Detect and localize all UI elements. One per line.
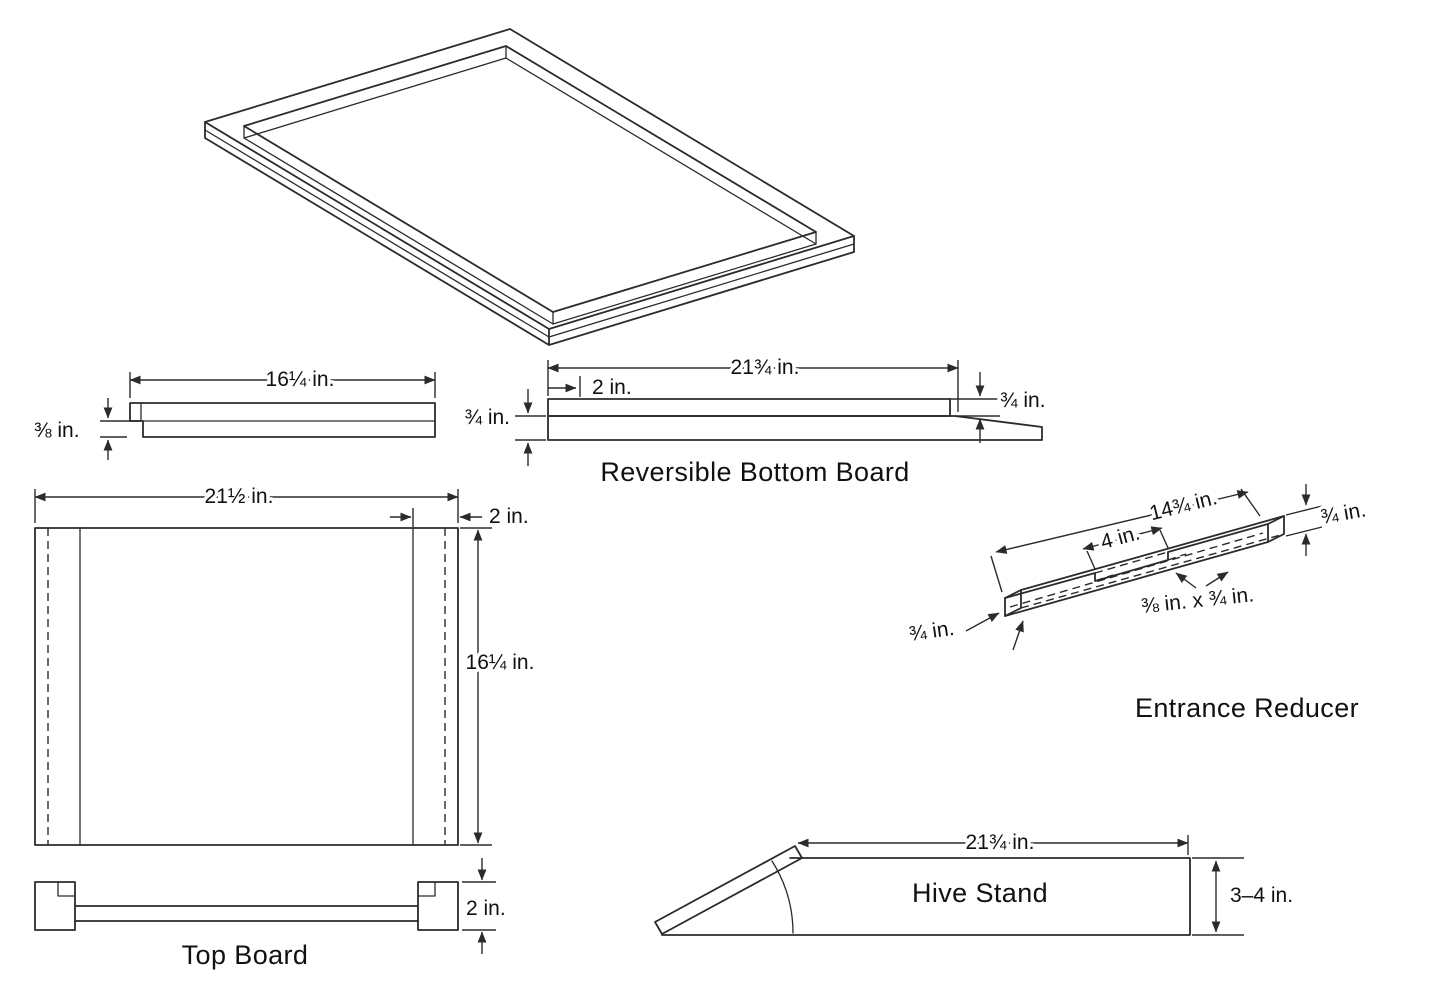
top-strip-outline [547,398,951,417]
hive-stand-view: 21¾ in. 3–4 in. Hive Stand [654,828,1297,936]
rail-inner-verticals [243,45,817,325]
dimension-label: 16¼ in. [466,651,535,674]
left-cleat-outline [34,881,76,931]
dim-right-thickness: ¾ in. [950,372,1049,443]
dimension-label: 2 in. [466,897,506,920]
dim-left-thickness: ¾ in. [461,389,546,466]
leader-arrow [1205,571,1229,587]
extension-line [100,420,140,438]
dimension-label: 21¾ in. [731,356,800,379]
board-outline [34,527,459,846]
dimension-label: 21¾ in. [966,831,1035,854]
board-outline [547,415,1043,441]
dimension-label: 2 in. [489,505,529,528]
bar-top-back-edge [1020,515,1285,591]
notch-hidden-lines [1094,553,1187,582]
dimension-label: ¾ in. [907,617,955,646]
top-board-title: Top Board [182,940,309,970]
recessed-panel [243,57,817,325]
dimension-line [1082,526,1163,551]
bottom-board-rail-side-view: 16¼ in. ⅜ in. [31,365,436,460]
dim-rail-length: 16¼ in. [129,365,436,398]
dimension-label: 14¾ in. [1147,486,1219,525]
extension-line [1285,505,1323,537]
board-edge-lines [74,905,419,922]
dimension-label: 2 in. [592,376,632,399]
dimension-label: 21½ in. [205,485,274,508]
extension-line [462,881,496,931]
center-hidden-line [1009,532,1264,608]
entrance-reducer-view: 14¾ in. 4 in. ¾ in. ⅜ in. x ¾ in. ¾ in. … [904,483,1371,723]
dim-entrance-depth: 2 in. [548,373,635,403]
dim-rail-thickness: ⅜ in. [31,398,140,460]
dimension-label: 3–4 in. [1230,884,1293,907]
extension-line [460,527,492,846]
dim-side-size: ¾ in. [904,612,1024,651]
board-thickness-edges [204,121,855,346]
rail-split-line [140,402,436,422]
leader-arrow [1175,572,1197,589]
outer-rim [204,28,855,330]
angle-arc [771,860,794,934]
left-cleat-step [57,881,76,897]
dimension-line [995,490,1249,554]
dim-side-height: 2 in. [462,858,509,954]
dimension-label: 16¼ in. [266,368,335,391]
rail-outline [129,402,436,438]
stand-outline [661,857,1191,936]
dim-cleat-width: 2 in. [390,502,532,532]
top-board-side-view: 2 in. Top Board [34,858,509,970]
inner-rim [243,45,817,313]
bar-bottom-front-edge [1004,541,1269,617]
leader-arrow [965,612,1000,632]
dim-board-length: 21¾ in. [547,353,959,412]
dim-stand-height: 3–4 in. [1192,857,1297,936]
leader-arrow [1012,620,1024,651]
dim-notch-size: ⅜ in. x ¾ in. [1137,571,1259,621]
dim-board-width: 21½ in. [34,482,459,523]
dim-stand-length: 21¾ in. [797,828,1189,858]
reversible-bottom-board-title: Reversible Bottom Board [600,457,909,487]
dimension-label: ¾ in. [464,406,510,429]
ramp-board [654,845,803,935]
entrance-reducer-title: Entrance Reducer [1135,693,1359,723]
extension-line [950,398,1000,417]
dimension-label: ⅜ in. [34,419,80,442]
dim-board-depth: 16¼ in. [460,527,538,846]
dimension-label: ¾ in. [1319,498,1368,529]
extension-line [515,415,546,441]
dim-end-size: ¾ in. [1285,484,1371,556]
right-cleat-outline [417,881,459,931]
iso-bottom-board-drawing [204,28,855,346]
right-cleat-step [417,881,436,897]
top-board-top-view: 21½ in. 2 in. 16¼ in. [34,482,538,846]
hive-stand-title: Hive Stand [912,878,1048,908]
board-lamination-line [204,129,855,338]
reversible-bottom-board-view: 21¾ in. 2 in. ¾ in. ¾ in. Reversible Bot… [461,353,1049,488]
dimension-label: ¾ in. [1000,389,1046,412]
dimension-label: ⅜ in. x ¾ in. [1140,583,1255,618]
extension-line [1192,857,1244,936]
